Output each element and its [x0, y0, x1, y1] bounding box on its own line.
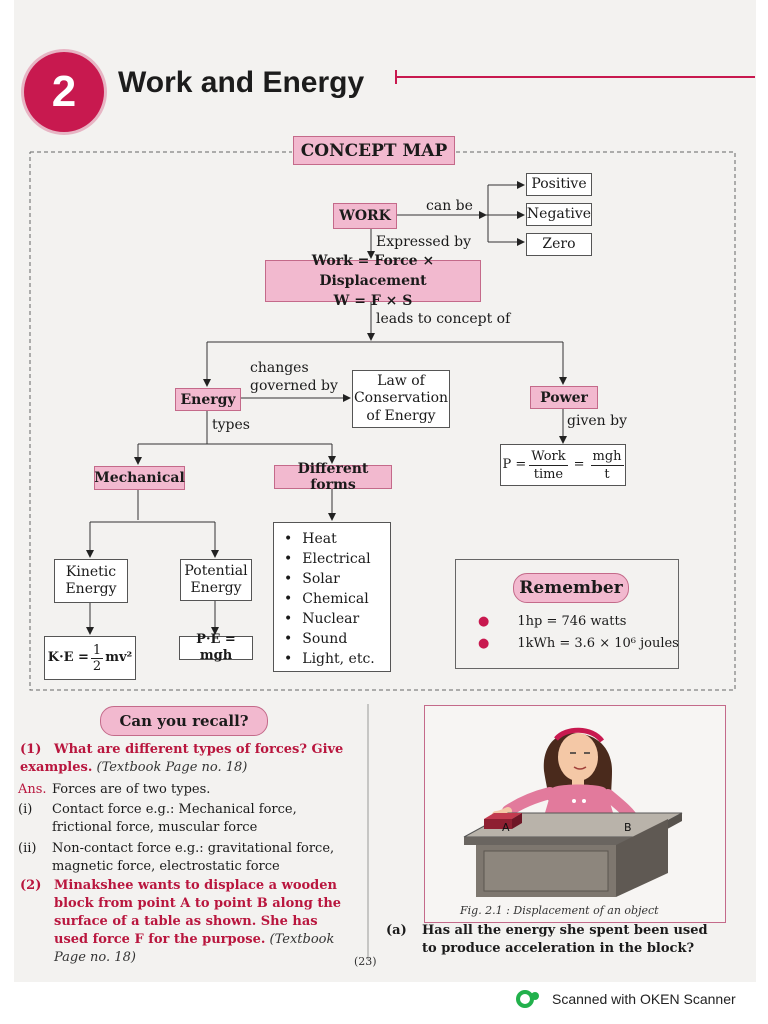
- work-node: WORK: [333, 203, 397, 229]
- law-line1: Law of: [377, 372, 425, 389]
- different-forms-node: Different forms: [274, 461, 392, 493]
- power-formula-eq: =: [573, 456, 585, 472]
- power-fraction-mgh: mgh t: [590, 448, 624, 483]
- answer-item-i-number: (i): [18, 802, 33, 817]
- form-item: Nuclear: [284, 609, 390, 629]
- types-label: types: [212, 417, 250, 433]
- concept-map-heading: CONCEPT MAP: [293, 136, 455, 165]
- law-line2: Conservation: [353, 390, 449, 407]
- law-line3: of Energy: [366, 407, 436, 424]
- ke-left: K·E =: [47, 649, 89, 665]
- power-formula-node: P = Work time = mgh t: [500, 444, 626, 486]
- question-2-body: Minakshee wants to displace a wooden blo…: [54, 877, 352, 967]
- question-a-text: Has all the energy she spent been used t…: [422, 923, 708, 956]
- kinetic-formula-node: K·E = 1 2 mv²: [44, 636, 136, 680]
- question-2-text: Minakshee wants to displace a wooden blo…: [54, 878, 342, 947]
- question-2-ref: (Textbook Page no. 18): [54, 932, 335, 965]
- law-of-conservation-node: Law of Conservation of Energy: [352, 370, 450, 428]
- scanner-footer: Scanned with OKEN Scanner: [516, 990, 736, 1008]
- governed-by-label: governed by: [250, 378, 338, 394]
- answer-item-ii-text: Non-contact force e.g.: gravitational fo…: [52, 841, 335, 874]
- expressed-by-label: Expressed by: [376, 234, 471, 250]
- scanner-footer-text: Scanned with OKEN Scanner: [552, 991, 736, 1007]
- figure-caption: Fig. 2.1 : Displacement of an object: [460, 904, 659, 917]
- answer-item-ii: (ii) Non-contact force e.g.: gravitationa…: [18, 840, 352, 876]
- form-item: Chemical: [284, 589, 390, 609]
- point-a-label: A: [502, 821, 510, 834]
- work-formula-line2: W = F × S: [333, 293, 413, 309]
- power-node: Power: [530, 386, 598, 409]
- ke-right: mv²: [105, 649, 133, 665]
- energy-node: Energy: [175, 388, 241, 411]
- question-a-number: (a): [386, 923, 407, 938]
- question-1-text: What are different types of forces? Give…: [20, 742, 344, 775]
- changes-label: changes: [250, 360, 309, 376]
- remember-heading: Remember: [513, 573, 629, 603]
- changes-governed-label: changes governed by: [250, 359, 338, 395]
- power-numerator-work: Work: [529, 448, 568, 466]
- work-formula-node: Work = Force × Displacement W = F × S: [265, 253, 481, 309]
- chapter-title: Work and Energy: [118, 66, 365, 99]
- question-1-ref: (Textbook Page no. 18): [96, 760, 248, 775]
- bullet-icon: ●: [478, 636, 490, 651]
- leads-to-label: leads to concept of: [376, 311, 511, 327]
- page-number: (23): [354, 955, 377, 968]
- recall-heading: Can you recall?: [100, 706, 268, 736]
- potential-energy-node: Potential Energy: [180, 559, 252, 601]
- work-formula-line1: Work = Force × Displacement: [311, 253, 435, 289]
- remember-item-text: 1kWh = 3.6 × 10⁶ joules: [517, 636, 679, 651]
- power-denominator-t: t: [604, 466, 610, 482]
- potential-line2: Energy: [190, 580, 242, 596]
- power-fraction-work: Work time: [529, 448, 568, 483]
- bullet-icon: ●: [478, 614, 490, 629]
- mechanical-node: Mechanical: [94, 466, 185, 490]
- answer-item-ii-number: (ii): [18, 841, 37, 856]
- question-1: (1)What are different types of forces? G…: [20, 741, 352, 777]
- answer-item-i-text: Contact force e.g.: Mechanical force, fr…: [52, 802, 297, 835]
- title-rule: [395, 76, 755, 78]
- forms-list-box: Heat Electrical Solar Chemical Nuclear S…: [273, 522, 391, 672]
- remember-item: ● 1hp = 746 watts: [478, 614, 626, 629]
- answer-text: Forces are of two types.: [52, 782, 211, 797]
- question-1-number: (1): [20, 742, 42, 757]
- girl-figure: [492, 727, 640, 827]
- power-numerator-mgh: mgh: [590, 448, 624, 466]
- form-item: Solar: [284, 569, 390, 589]
- power-formula-p: P =: [502, 456, 527, 472]
- positive-node: Positive: [526, 173, 592, 196]
- question-a: (a) Has all the energy she spent been us…: [386, 922, 726, 958]
- title-rule-tick: [395, 70, 397, 84]
- forms-list: Heat Electrical Solar Chemical Nuclear S…: [274, 523, 390, 669]
- power-denominator-time: time: [533, 466, 564, 482]
- kinetic-line2: Energy: [65, 581, 117, 597]
- potential-formula-node: P·E = mgh: [179, 632, 253, 663]
- kinetic-energy-node: Kinetic Energy: [54, 559, 128, 603]
- form-item: Light, etc.: [284, 649, 390, 669]
- wooden-block: [484, 813, 522, 829]
- zero-node: Zero: [526, 233, 592, 256]
- ke-denominator: 2: [92, 658, 102, 674]
- negative-node: Negative: [526, 203, 592, 226]
- oken-logo-icon: [516, 990, 539, 1008]
- ke-numerator: 1: [90, 642, 104, 659]
- ke-fraction: 1 2: [90, 642, 104, 674]
- answer-1: Ans. Forces are of two types.: [18, 781, 352, 799]
- remember-item-text: 1hp = 746 watts: [517, 614, 627, 629]
- question-2: (2) Minakshee wants to displace a wooden…: [20, 877, 352, 967]
- form-item: Sound: [284, 629, 390, 649]
- kinetic-line1: Kinetic: [65, 563, 117, 580]
- answer-label: Ans.: [18, 782, 47, 797]
- remember-item: ● 1kWh = 3.6 × 10⁶ joules: [478, 636, 679, 651]
- chapter-number-badge: 2: [24, 52, 104, 132]
- can-be-label: can be: [426, 198, 473, 214]
- point-b-label: B: [624, 821, 632, 834]
- form-item: Heat: [284, 529, 390, 549]
- question-2-number: (2): [20, 878, 42, 893]
- potential-line1: Potential: [184, 562, 248, 579]
- form-item: Electrical: [284, 549, 390, 569]
- given-by-label: given by: [567, 413, 627, 429]
- figure-illustration: A B: [463, 727, 683, 897]
- answer-item-i: (i) Contact force e.g.: Mechanical force,…: [18, 801, 352, 837]
